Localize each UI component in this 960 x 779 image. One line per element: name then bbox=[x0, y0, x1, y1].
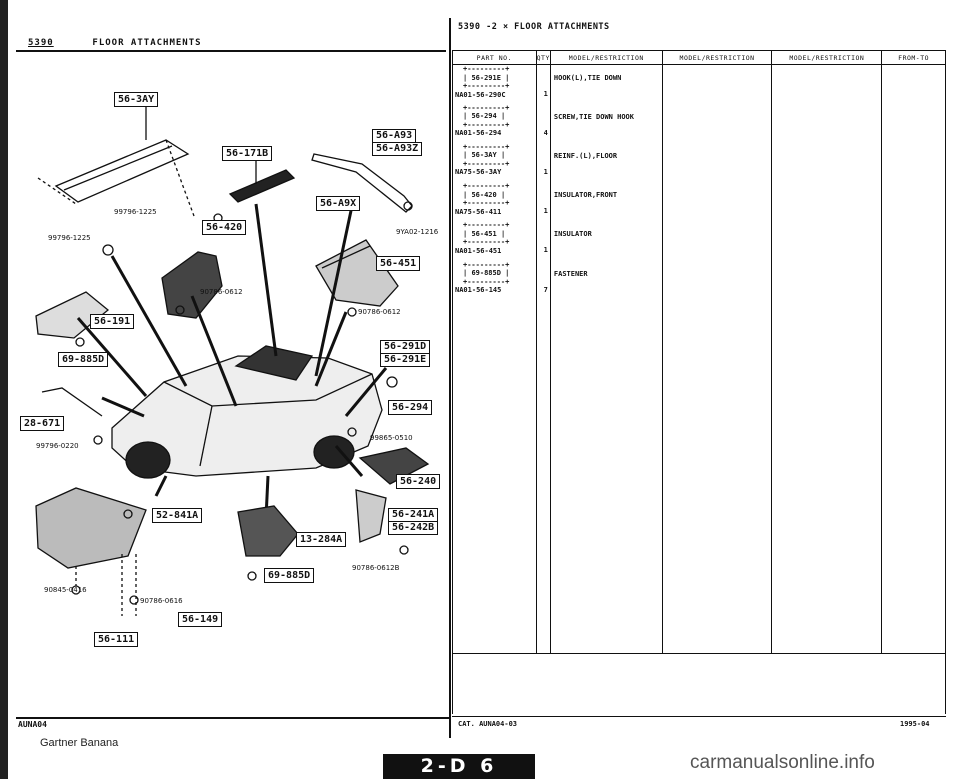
quantity: 1 bbox=[543, 246, 548, 255]
table-row: +---------+ | 56-420 | +---------+ NA75-… bbox=[452, 182, 946, 222]
page-divider bbox=[449, 18, 451, 738]
fastener-90786-0612-right: 90786-0612 bbox=[358, 308, 401, 316]
source-watermark: Gartner Banana bbox=[40, 737, 119, 749]
ref-box: 56-420 bbox=[471, 190, 497, 199]
description: REINF.(L),FLOOR bbox=[553, 151, 618, 160]
fastener-99865-0510: 99865-0510 bbox=[370, 434, 413, 442]
col-model-3: MODEL/RESTRICTION bbox=[771, 50, 883, 65]
catalog-code: CAT. AUNA04-03 bbox=[458, 720, 518, 728]
diagram-drawing bbox=[35, 104, 430, 616]
callout-56-242B: 56-242B bbox=[388, 521, 439, 535]
catalog-date: 1995-04 bbox=[900, 720, 930, 728]
table-row: +---------+ | 56-451 | +---------+ NA01-… bbox=[452, 221, 946, 261]
description: INSULATOR,FRONT bbox=[553, 191, 618, 200]
callout-56-451: 56-451 bbox=[376, 256, 421, 271]
callout-56-294: 56-294 bbox=[388, 400, 433, 415]
description: FASTENER bbox=[553, 269, 588, 278]
part-number: NA01-56-290C bbox=[455, 90, 506, 99]
description: INSULATOR bbox=[553, 230, 592, 239]
quantity: 1 bbox=[543, 167, 548, 176]
quantity: 7 bbox=[543, 285, 548, 294]
fastener-90845-0416: 90845-0416 bbox=[44, 586, 87, 594]
part-number: NA01-56-451 bbox=[455, 246, 502, 255]
callout-56-149: 56-149 bbox=[178, 612, 223, 627]
scan-edge bbox=[0, 0, 8, 779]
col-model-1: MODEL/RESTRICTION bbox=[549, 50, 663, 65]
callout-56-111: 56-111 bbox=[94, 632, 139, 647]
fastener-99796-1225: 99796-1225 bbox=[114, 208, 157, 216]
callout-56-420: 56-420 bbox=[202, 220, 247, 235]
callout-69-885D: 69-885D bbox=[58, 352, 109, 367]
table-header-row: PART NO. QTY MODEL/RESTRICTION MODEL/RES… bbox=[452, 50, 946, 65]
fastener-9ya02-1216: 9YA02-1216 bbox=[396, 228, 439, 236]
fastener-90786-0612b: 90786-0612B bbox=[352, 564, 400, 572]
col-from-to: FROM-TO bbox=[881, 50, 946, 65]
part-number: NA01-56-294 bbox=[455, 129, 502, 138]
ref-box: 56-291E bbox=[471, 73, 501, 82]
left-footer-rule bbox=[16, 717, 450, 719]
part-number: NA01-56-145 bbox=[455, 286, 502, 295]
part-number: NA75-56-411 bbox=[455, 207, 502, 216]
quantity: 1 bbox=[543, 90, 548, 98]
callout-56-291D: 56-291D bbox=[380, 340, 431, 353]
table-row: +---------+ | 56-3AY | +---------+ NA75-… bbox=[452, 142, 946, 183]
callout-56-A93: 56-A93 bbox=[372, 129, 417, 142]
col-part-no: PART NO. bbox=[452, 50, 537, 65]
page-number-tab: 2-D 6 bbox=[383, 754, 535, 779]
callout-56-A93Z: 56-A93Z bbox=[372, 142, 423, 156]
ref-box: 56-3AY bbox=[471, 151, 497, 160]
callout-56-240: 56-240 bbox=[396, 474, 441, 489]
ref-box: 56-451 bbox=[471, 229, 497, 238]
ref-box: 69-885D bbox=[471, 269, 501, 278]
section-code: 5390 bbox=[28, 38, 54, 48]
table-row: +---------+ | 56-294 | +---------+ NA01-… bbox=[452, 103, 946, 143]
callout-56-A9X: 56-A9X bbox=[316, 196, 361, 211]
callout-56-171B: 56-171B bbox=[222, 146, 273, 161]
right-page-header: 5390 -2 × FLOOR ATTACHMENTS bbox=[458, 22, 610, 32]
ref-box: 56-294 bbox=[471, 112, 497, 121]
header-rule bbox=[16, 50, 446, 52]
callout-56-291E: 56-291E bbox=[380, 353, 431, 367]
callout-69-885D-lower: 69-885D bbox=[264, 568, 315, 583]
fastener-99796-1225-left: 99796-1225 bbox=[48, 234, 91, 242]
callout-56-191: 56-191 bbox=[90, 314, 135, 329]
site-watermark: carmanualsonline.info bbox=[690, 752, 875, 773]
right-footer-rule bbox=[452, 716, 946, 717]
parts-diagram: 56-3AY 56-171B 56-A93 56-A93Z 56-A9X 56-… bbox=[16, 56, 448, 714]
table-row: +---------+ | 69-885D | +---------+ NA01… bbox=[452, 260, 946, 300]
section-title: FLOOR ATTACHMENTS bbox=[92, 38, 202, 48]
callout-56-241A: 56-241A bbox=[388, 508, 439, 521]
fastener-99796-0220: 99796-0220 bbox=[36, 442, 79, 450]
left-page-header: 5390 FLOOR ATTACHMENTS bbox=[28, 38, 448, 48]
callout-52-841A: 52-841A bbox=[152, 508, 203, 523]
left-footer-code: AUNA04 bbox=[18, 720, 47, 729]
part-number: NA75-56-3AY bbox=[455, 168, 502, 177]
fastener-90786-0616: 90786-0616 bbox=[140, 597, 183, 605]
quantity: 1 bbox=[543, 207, 548, 216]
fastener-90786-0612: 90786-0612 bbox=[200, 288, 243, 296]
quantity: 4 bbox=[543, 128, 548, 137]
callout-13-284A: 13-284A bbox=[296, 532, 347, 547]
col-qty: QTY bbox=[535, 50, 551, 65]
table-filler-row bbox=[452, 299, 946, 655]
description: SCREW,TIE DOWN HOOK bbox=[553, 112, 634, 121]
parts-table: PART NO. QTY MODEL/RESTRICTION MODEL/RES… bbox=[452, 50, 946, 714]
callout-28-671: 28-671 bbox=[20, 416, 65, 431]
table-row: +---------+ | 56-291E | +---------+ NA01… bbox=[452, 64, 946, 104]
description: HOOK(L),TIE DOWN bbox=[553, 74, 622, 82]
table-blank-area bbox=[452, 653, 946, 714]
col-model-2: MODEL/RESTRICTION bbox=[661, 50, 773, 65]
callout-56-3AY: 56-3AY bbox=[114, 92, 159, 107]
